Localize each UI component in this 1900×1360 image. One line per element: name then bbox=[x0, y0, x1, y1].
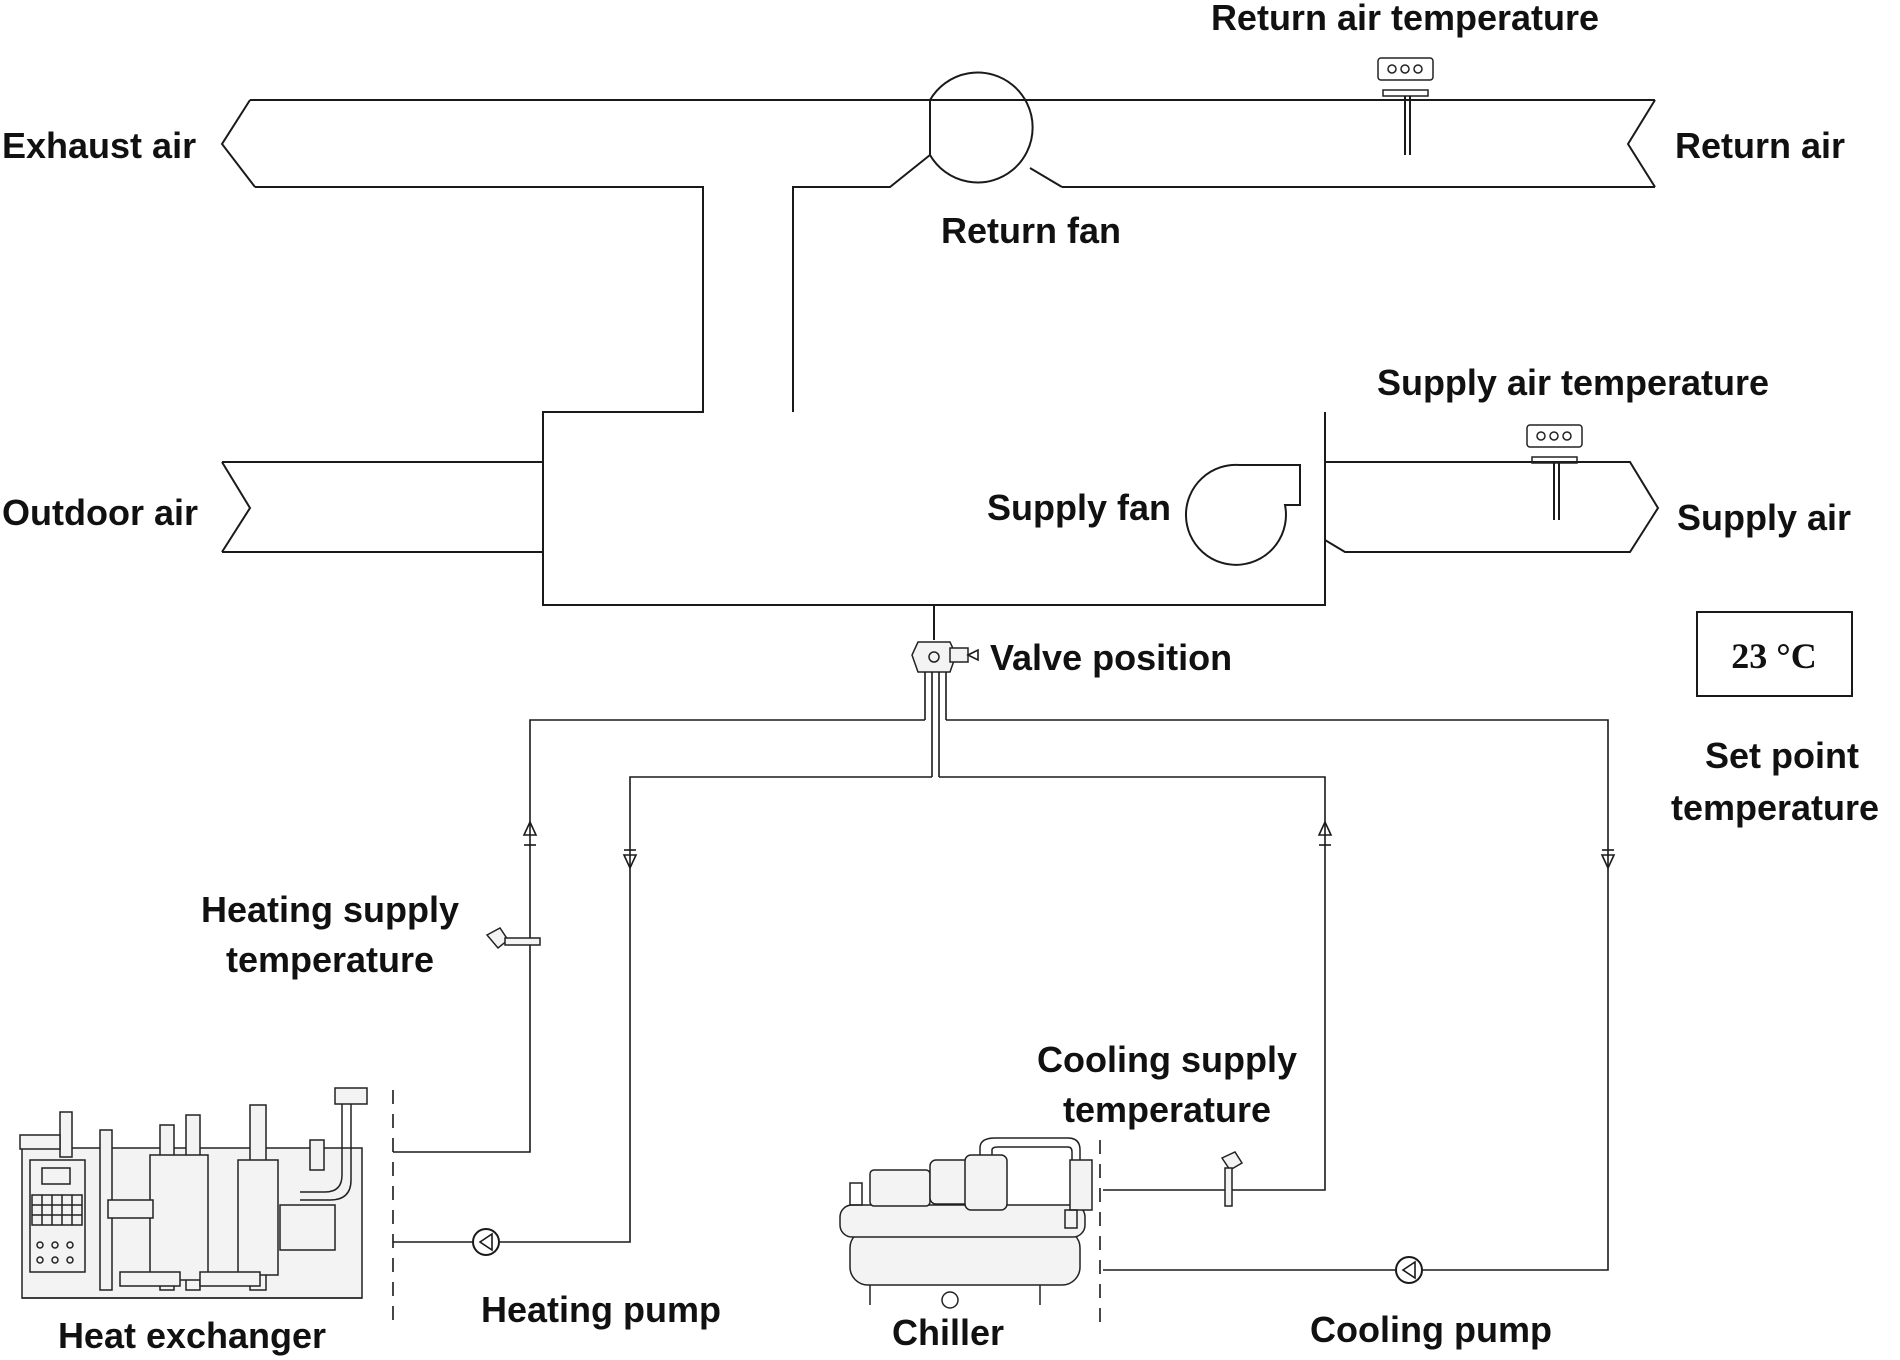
heating-supply-label-line1: Heating supply bbox=[201, 889, 459, 930]
exhaust-air-label: Exhaust air bbox=[2, 125, 196, 166]
supply-fan-label: Supply fan bbox=[987, 487, 1171, 528]
outdoor-air-label: Outdoor air bbox=[2, 492, 198, 533]
heating-pump-icon bbox=[472, 1228, 500, 1256]
supply-fan-icon bbox=[1184, 463, 1301, 566]
cooling-supply-label-line2: temperature bbox=[1063, 1089, 1271, 1130]
set-point-value: 23 °C bbox=[1731, 636, 1816, 676]
return-air-duct bbox=[220, 99, 1656, 606]
return-fan-icon bbox=[929, 71, 1034, 184]
return-air-temperature-sensor-icon bbox=[1377, 57, 1434, 155]
cooling-supply-temperature-sensor-icon bbox=[1220, 1151, 1244, 1207]
return-air-label: Return air bbox=[1675, 125, 1845, 166]
heat-exchanger-icon bbox=[19, 1087, 368, 1299]
chiller-label: Chiller bbox=[892, 1312, 1004, 1353]
heat-exchanger-label: Heat exchanger bbox=[58, 1315, 326, 1356]
supply-air-label: Supply air bbox=[1677, 497, 1851, 538]
supply-air-temperature-label: Supply air temperature bbox=[1377, 362, 1769, 403]
heating-supply-temperature-sensor-icon bbox=[485, 927, 541, 950]
cooling-supply-label-line1: Cooling supply bbox=[1037, 1039, 1297, 1080]
chiller-icon bbox=[839, 1137, 1093, 1309]
supply-air-duct bbox=[221, 412, 1660, 605]
heating-supply-label-line2: temperature bbox=[226, 939, 434, 980]
equipment-boundaries bbox=[392, 1090, 1101, 1330]
set-point-label-line2: temperature bbox=[1671, 787, 1879, 828]
set-point-label-line1: Set point bbox=[1705, 735, 1859, 776]
flow-arrows bbox=[522, 820, 1616, 870]
return-air-temperature-label: Return air temperature bbox=[1211, 0, 1599, 38]
cooling-pump-label: Cooling pump bbox=[1310, 1309, 1552, 1350]
heating-pump-label: Heating pump bbox=[481, 1289, 721, 1330]
return-fan-label: Return fan bbox=[941, 210, 1121, 251]
supply-air-temperature-sensor-icon bbox=[1526, 424, 1583, 520]
set-point-display: 23 °C bbox=[1696, 611, 1853, 697]
valve-icon bbox=[911, 605, 979, 673]
water-piping bbox=[393, 672, 1609, 1271]
valve-position-label: Valve position bbox=[990, 637, 1232, 678]
cooling-pump-icon bbox=[1395, 1256, 1423, 1284]
